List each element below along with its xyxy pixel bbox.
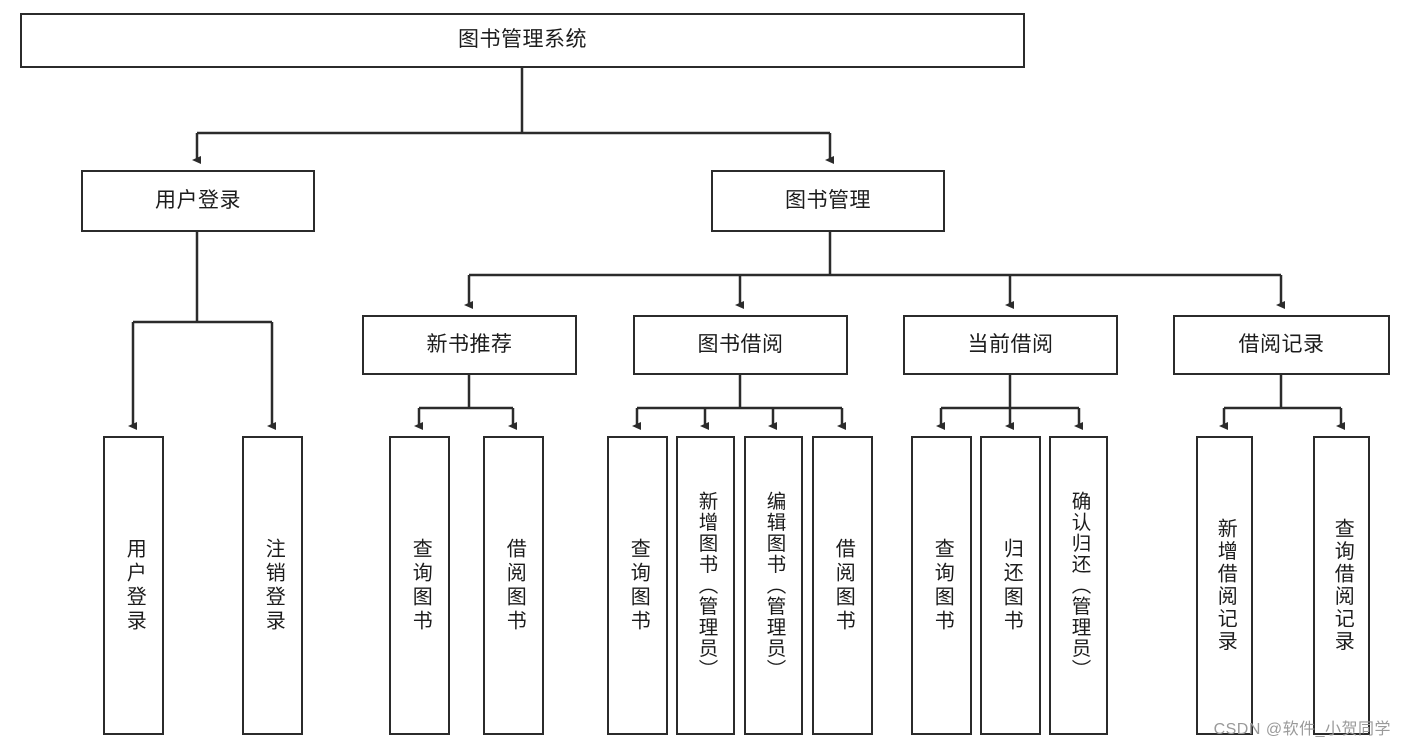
leaf-edit-book-label: 编辑图书（管理员）: [763, 491, 785, 680]
node-book-manage[interactable]: 图书管理: [711, 170, 945, 232]
leaf-query-book-1[interactable]: 查询图书: [389, 436, 450, 735]
node-user-login[interactable]: 用户登录: [81, 170, 315, 232]
node-book-manage-label: 图书管理: [785, 188, 871, 212]
node-user-login-label: 用户登录: [155, 188, 241, 212]
leaf-query-book-3[interactable]: 查询图书: [911, 436, 972, 735]
leaf-confirm-return-label: 确认归还（管理员）: [1068, 491, 1090, 680]
node-root-label: 图书管理系统: [458, 28, 587, 52]
leaf-logout-label: 注销登录: [262, 537, 285, 634]
leaf-borrow-book-2-label: 借阅图书: [832, 537, 855, 634]
leaf-add-book-label: 新增图书（管理员）: [695, 491, 717, 680]
node-root[interactable]: 图书管理系统: [20, 13, 1025, 68]
node-current-borrow[interactable]: 当前借阅: [903, 315, 1118, 375]
leaf-query-book-1-label: 查询图书: [409, 537, 432, 634]
leaf-user-login[interactable]: 用户登录: [103, 436, 164, 735]
leaf-query-book-3-label: 查询图书: [931, 537, 954, 634]
leaf-query-record-label: 查询借阅记录: [1331, 518, 1354, 653]
leaf-query-book-2-label: 查询图书: [627, 537, 650, 634]
leaf-logout[interactable]: 注销登录: [242, 436, 303, 735]
leaf-add-book[interactable]: 新增图书（管理员）: [676, 436, 735, 735]
node-borrow-record[interactable]: 借阅记录: [1173, 315, 1390, 375]
node-borrow-record-label: 借阅记录: [1238, 332, 1325, 356]
leaf-confirm-return[interactable]: 确认归还（管理员）: [1049, 436, 1108, 735]
node-book-borrow[interactable]: 图书借阅: [633, 315, 848, 375]
leaf-add-record[interactable]: 新增借阅记录: [1196, 436, 1253, 735]
node-new-book-recommend[interactable]: 新书推荐: [362, 315, 577, 375]
leaf-borrow-book-1[interactable]: 借阅图书: [483, 436, 544, 735]
leaf-query-record[interactable]: 查询借阅记录: [1313, 436, 1370, 735]
node-book-borrow-label: 图书借阅: [697, 332, 784, 356]
leaf-borrow-book-2[interactable]: 借阅图书: [812, 436, 873, 735]
leaf-user-login-label: 用户登录: [123, 537, 146, 634]
node-current-borrow-label: 当前借阅: [967, 332, 1054, 356]
node-new-book-recommend-label: 新书推荐: [426, 332, 513, 356]
csdn-watermark: CSDN @软件_小贺同学: [1213, 721, 1391, 738]
leaf-add-record-label: 新增借阅记录: [1214, 518, 1237, 653]
leaf-edit-book[interactable]: 编辑图书（管理员）: [744, 436, 803, 735]
leaf-borrow-book-1-label: 借阅图书: [503, 537, 526, 634]
leaf-query-book-2[interactable]: 查询图书: [607, 436, 668, 735]
leaf-return-book[interactable]: 归还图书: [980, 436, 1041, 735]
leaf-return-book-label: 归还图书: [1000, 537, 1023, 634]
